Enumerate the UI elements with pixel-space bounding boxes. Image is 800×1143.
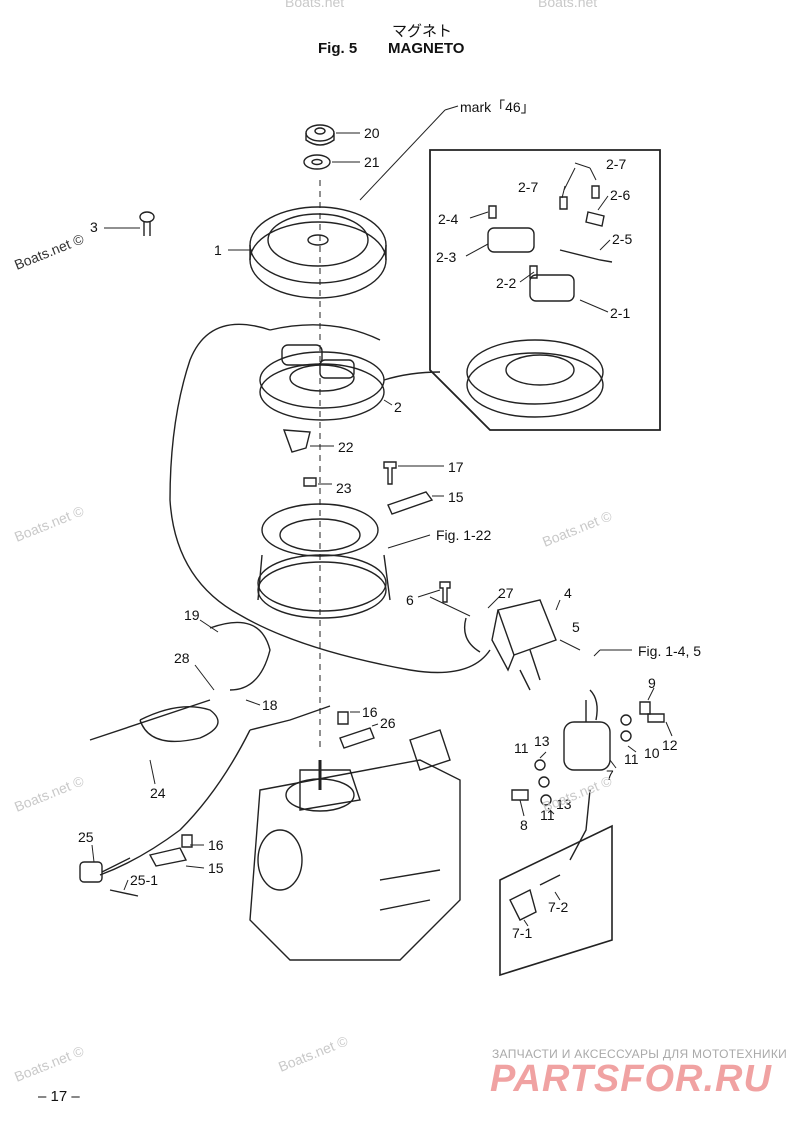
callout-24: 24 bbox=[150, 785, 166, 801]
inset-screw-2-7b bbox=[591, 185, 600, 199]
strap-15b bbox=[148, 847, 188, 867]
callout-21: 21 bbox=[364, 154, 380, 170]
cdi-unit-4 bbox=[491, 599, 557, 691]
callout-15-lower: 15 bbox=[208, 860, 224, 876]
callout-13-upper: 13 bbox=[534, 733, 550, 749]
callout-26: 26 bbox=[380, 715, 396, 731]
flywheel-1 bbox=[249, 206, 387, 299]
nut-11a bbox=[620, 730, 632, 742]
nut-20 bbox=[305, 124, 335, 146]
bolt-12 bbox=[647, 713, 665, 723]
callout-fig-1-4-5: Fig. 1-4, 5 bbox=[638, 643, 702, 659]
callout-22: 22 bbox=[338, 439, 354, 455]
callout-1: 1 bbox=[214, 242, 222, 258]
figure-number: Fig. 5 bbox=[318, 40, 358, 57]
screw-17 bbox=[383, 461, 397, 485]
screw-23 bbox=[303, 477, 317, 487]
inset-screw-2-2 bbox=[529, 265, 538, 279]
callout-2: 2 bbox=[394, 399, 402, 415]
footer-logo: PARTSFOR.RU bbox=[490, 1058, 772, 1100]
callout-7-2: 7-2 bbox=[548, 899, 569, 915]
callout-16-lower: 16 bbox=[208, 837, 224, 853]
callout-2-5: 2-5 bbox=[612, 231, 633, 247]
callout-27: 27 bbox=[498, 585, 514, 601]
callout-2-6: 2-6 bbox=[610, 187, 631, 203]
figure-title: MAGNETO bbox=[388, 40, 465, 57]
footer-tagline: ЗАПЧАСТИ И АКСЕССУАРЫ ДЛЯ МОТОТЕХНИКИ bbox=[492, 1047, 788, 1061]
bolt-6 bbox=[439, 581, 451, 603]
callout-25: 25 bbox=[78, 829, 94, 845]
callout-11-right: 11 bbox=[624, 751, 639, 767]
callout-8: 8 bbox=[520, 817, 528, 833]
callout-17: 17 bbox=[448, 459, 464, 475]
spring-7-2 bbox=[539, 874, 561, 886]
watermark-top: Boats.net bbox=[285, 0, 345, 10]
engine-block bbox=[249, 729, 461, 961]
callout-2-2: 2-2 bbox=[496, 275, 517, 291]
washer-10 bbox=[620, 714, 632, 726]
callout-20: 20 bbox=[364, 125, 380, 141]
callout-2-1: 2-1 bbox=[610, 305, 631, 321]
watermark-top-right: Boats.net bbox=[538, 0, 598, 10]
callout-2-3: 2-3 bbox=[436, 249, 457, 265]
callout-5: 5 bbox=[572, 619, 580, 635]
strap-15 bbox=[387, 491, 434, 515]
screw-3 bbox=[139, 211, 155, 236]
callout-3: 3 bbox=[90, 219, 98, 235]
inset-stator-plate bbox=[466, 227, 613, 418]
washer-21 bbox=[303, 154, 331, 170]
base-plate bbox=[257, 503, 391, 619]
spring-27 bbox=[463, 617, 481, 653]
page-number: – 17 – bbox=[38, 1088, 80, 1105]
callout-18: 18 bbox=[262, 697, 278, 713]
screw-16b bbox=[181, 834, 193, 848]
terminal-25-1 bbox=[109, 889, 139, 897]
nut-11b bbox=[538, 776, 550, 788]
inset-screw-2-7a bbox=[559, 196, 568, 210]
title-japanese: マグネト bbox=[392, 23, 453, 40]
inset-screw-2-4 bbox=[488, 205, 497, 219]
bracket-22 bbox=[282, 429, 311, 453]
cable-19 bbox=[209, 621, 271, 691]
callout-6: 6 bbox=[406, 592, 414, 608]
washer-13a bbox=[534, 759, 546, 771]
callout-9: 9 bbox=[648, 675, 656, 691]
harness-24 bbox=[139, 705, 219, 743]
callout-15-top: 15 bbox=[448, 489, 464, 505]
plug-cap-frame bbox=[499, 824, 613, 977]
callout-fig-1-22: Fig. 1-22 bbox=[436, 527, 492, 543]
stator-plate-2 bbox=[259, 344, 385, 421]
callout-11-lower: 11 bbox=[540, 807, 555, 823]
callout-12: 12 bbox=[662, 737, 678, 753]
callout-7: 7 bbox=[606, 767, 614, 783]
callout-2-7-top: 2-7 bbox=[606, 156, 627, 172]
clip-26 bbox=[339, 727, 375, 749]
inset-detail-frame bbox=[429, 149, 661, 431]
callout-16-middle: 16 bbox=[362, 704, 378, 720]
ignition-coil-7 bbox=[563, 689, 611, 771]
washer-13b bbox=[540, 794, 552, 806]
callout-25-1: 25-1 bbox=[130, 872, 159, 888]
callout-13-lower: 13 bbox=[556, 796, 572, 812]
callout-23: 23 bbox=[336, 480, 352, 496]
callout-19: 19 bbox=[184, 607, 200, 623]
callout-11-left: 11 bbox=[514, 740, 529, 756]
callout-28: 28 bbox=[174, 650, 190, 666]
callout-mark: mark「46」 bbox=[460, 99, 535, 115]
inset-clip-2-6 bbox=[585, 211, 605, 227]
callout-7-1: 7-1 bbox=[512, 925, 533, 941]
stator-harness bbox=[169, 323, 491, 674]
plug-cap-7-1 bbox=[509, 888, 537, 921]
callout-10: 10 bbox=[644, 745, 660, 761]
spark-plug-25 bbox=[79, 857, 131, 883]
screw-16a bbox=[337, 711, 349, 725]
callout-2-7-left: 2-7 bbox=[518, 179, 539, 195]
callout-2-4: 2-4 bbox=[438, 211, 459, 227]
callout-4: 4 bbox=[564, 585, 572, 601]
collar-8 bbox=[511, 789, 529, 801]
bolt-9 bbox=[639, 701, 651, 715]
